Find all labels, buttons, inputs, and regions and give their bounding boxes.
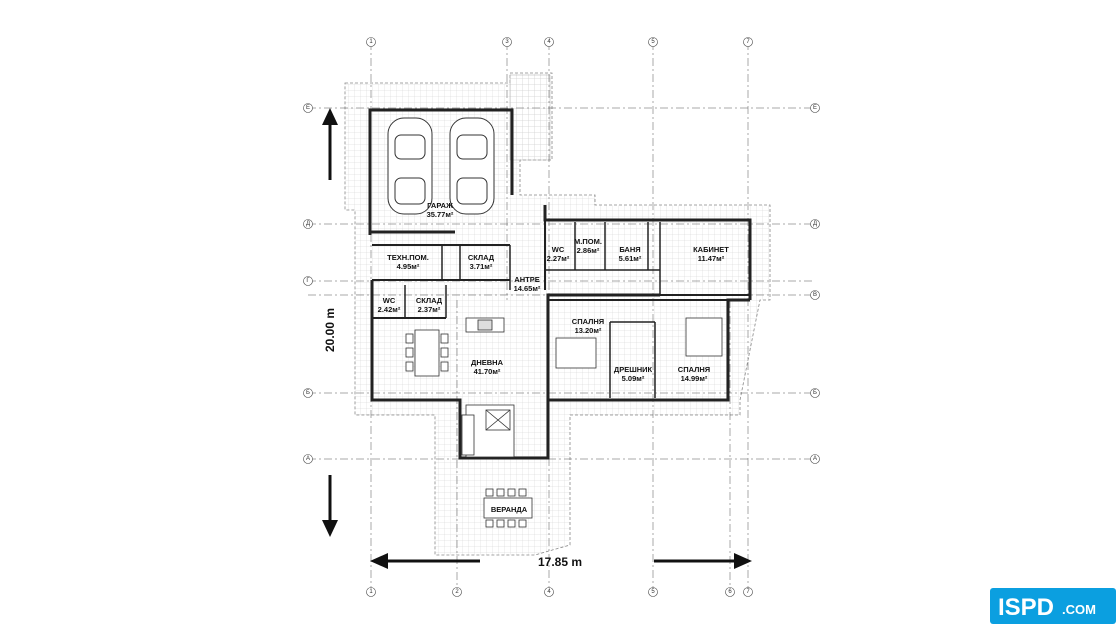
room-name-garage: ГАРАЖ	[427, 201, 453, 210]
room-area-living: 41.70м²	[474, 367, 501, 376]
axis-label-left-e: Е	[306, 105, 310, 111]
axis-label-right-a: А	[813, 456, 817, 462]
axis-label-left-b: Б	[306, 390, 310, 396]
room-name-bath: БАНЯ	[619, 245, 640, 254]
room-name-living: ДНЕВНА	[471, 358, 504, 367]
room-labels: ГАРАЖ 35.77м² ТЕХН.ПОМ. 4.95м² СКЛАД 3.7…	[378, 201, 730, 514]
room-area-wc-2: 2.42м²	[378, 305, 401, 314]
axis-label-bottom-5: 5	[651, 589, 655, 595]
room-name-wc-1: WC	[552, 245, 565, 254]
dimension-arrows	[322, 108, 752, 569]
walls	[368, 108, 752, 460]
room-area-storage-2: 2.37м²	[418, 305, 441, 314]
logo-text: ISPD	[998, 594, 1054, 621]
axis-label-right-e: Е	[813, 105, 817, 111]
logo-suffix: .COM	[1062, 602, 1096, 617]
axis-label-right-d: Д	[813, 221, 817, 227]
room-name-hall: АНТРЕ	[514, 275, 539, 284]
axis-label-top-1: 1	[369, 39, 373, 45]
room-name-bedroom-2: СПАЛНЯ	[678, 365, 710, 374]
axis-label-bottom-2: 2	[455, 589, 459, 595]
room-area-hall: 14.65м²	[514, 284, 541, 293]
axis-label-top-3: 3	[505, 39, 509, 45]
axis-label-bottom-4: 4	[547, 589, 551, 595]
axis-label-left-a: А	[306, 456, 310, 462]
height-dimension: 20.00 m	[323, 308, 337, 352]
room-area-closet: 5.09м²	[622, 374, 645, 383]
width-dimension: 17.85 m	[538, 555, 582, 569]
room-area-bedroom-1: 13.20м²	[575, 326, 602, 335]
room-name-veranda: ВЕРАНДА	[491, 505, 528, 514]
axis-labels: 1 3 4 5 7 1 2 4 5 6 7 Е Д Г Б А Е Д В Б …	[306, 39, 817, 595]
axis-label-left-g: Г	[306, 278, 310, 284]
room-area-garage: 35.77м²	[427, 210, 454, 219]
axis-label-bottom-6: 6	[728, 589, 732, 595]
room-area-bath: 5.61м²	[619, 254, 642, 263]
room-area-storage-1: 3.71м²	[470, 262, 493, 271]
room-name-wc-2: WC	[383, 296, 396, 305]
garage-cars	[387, 117, 495, 215]
room-name-office: КАБИНЕТ	[693, 245, 729, 254]
room-area-tech: 4.95м²	[397, 262, 420, 271]
axis-label-right-b: Б	[813, 390, 817, 396]
axis-bubbles	[303, 37, 820, 597]
axis-label-top-7: 7	[746, 39, 750, 45]
ispd-logo: ISPD .COM	[990, 588, 1116, 624]
axis-label-left-d: Д	[306, 221, 310, 227]
axis-label-right-v: В	[813, 292, 817, 298]
axis-label-bottom-1: 1	[369, 589, 373, 595]
room-area-mpom: 2.86м²	[577, 246, 600, 255]
room-name-bedroom-1: СПАЛНЯ	[572, 317, 604, 326]
axis-label-top-5: 5	[651, 39, 655, 45]
room-name-tech: ТЕХН.ПОМ.	[387, 253, 429, 262]
room-name-closet: ДРЕШНИК	[614, 365, 653, 374]
furniture	[405, 317, 723, 528]
room-area-wc-1: 2.27м²	[547, 254, 570, 263]
room-area-bedroom-2: 14.99м²	[681, 374, 708, 383]
room-area-office: 11.47м²	[698, 254, 725, 263]
room-name-mpom: М.ПОМ.	[574, 237, 602, 246]
room-name-storage-2: СКЛАД	[416, 296, 443, 305]
axis-label-bottom-7: 7	[746, 589, 750, 595]
room-name-storage-1: СКЛАД	[468, 253, 495, 262]
axis-label-top-4: 4	[547, 39, 551, 45]
